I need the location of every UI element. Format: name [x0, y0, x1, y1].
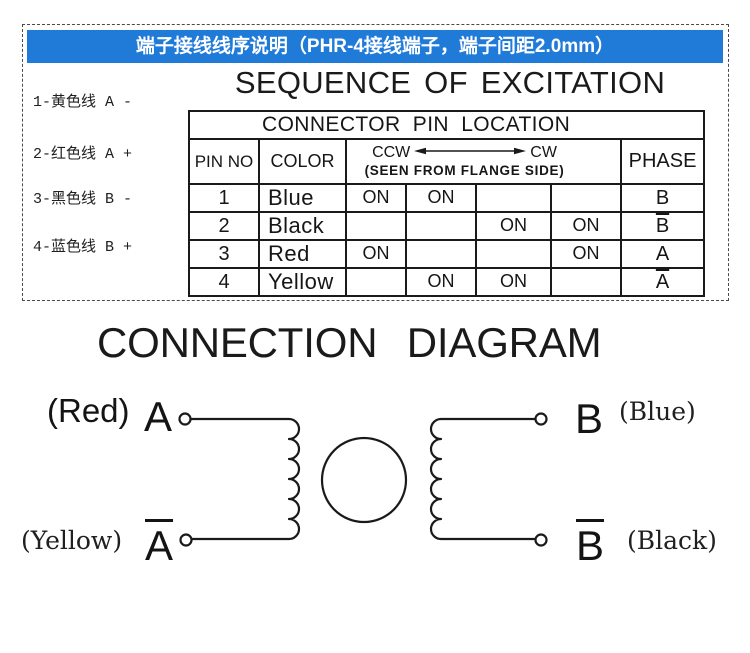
step-cell [475, 183, 552, 213]
direction-line: CCW CW [348, 143, 582, 162]
wire-legend-item: 2-红色线 A + [33, 146, 133, 163]
step-cell [550, 183, 622, 213]
step-cell [345, 267, 407, 297]
wire-label-black: (Black) [627, 526, 717, 555]
step-cell [550, 267, 622, 297]
excitation-title: SEQUENCE OF EXCITATION [234, 65, 666, 100]
step-cell: ON [550, 211, 622, 241]
table-row: 4 Yellow ON ON A [188, 267, 706, 297]
pin-no-header: PIN NO [188, 138, 260, 185]
excitation-table: CONNECTOR PIN LOCATION PIN NO COLOR CCW … [187, 110, 706, 297]
pin-number: 4 [188, 267, 260, 297]
terminal-a-dot [178, 412, 192, 426]
step-cell: ON [405, 183, 477, 213]
wire-label-yellow: (Yellow) [21, 526, 123, 555]
table-header-row: PIN NO COLOR CCW CW (SEEN FROM FLANGE SI… [188, 138, 706, 185]
phase-label: A [655, 270, 670, 293]
phase-label: A [655, 242, 670, 265]
connection-diagram [178, 412, 548, 547]
table-group-header-row: CONNECTOR PIN LOCATION [187, 110, 706, 140]
phase-label-a-bar: A [145, 522, 174, 569]
phase-label-b-bar: B [576, 522, 605, 569]
terminal-b-bar-dot [534, 533, 548, 547]
coil-b [429, 417, 537, 541]
pin-number: 3 [188, 239, 260, 269]
direction-note: (SEEN FROM FLANGE SIDE) [364, 162, 565, 178]
connector-pin-location-header: CONNECTOR PIN LOCATION [187, 110, 706, 140]
phase-label-a: A [144, 393, 173, 440]
phase-label-b: B [575, 395, 604, 442]
ccw-label: CCW [372, 143, 411, 161]
step-cell [405, 211, 477, 241]
terminal-b-dot [534, 412, 548, 426]
wire-legend-item: 3-黑色线 B - [33, 191, 133, 208]
wire-legend-item: 1-黄色线 A - [33, 94, 133, 111]
wire-color: Yellow [258, 267, 347, 297]
table-row: 1 Blue ON ON B [188, 183, 706, 213]
wire-legend-item: 4-蓝色线 B + [33, 239, 133, 256]
phase-header: PHASE [619, 138, 706, 185]
step-direction-header: CCW CW (SEEN FROM FLANGE SIDE) [345, 138, 622, 185]
wire-color: Black [258, 211, 347, 241]
header-bar: 端子接线线序说明（PHR-4接线端子，端子间距2.0mm） [27, 30, 723, 63]
step-cell: ON [475, 267, 552, 297]
rotor-circle [320, 436, 408, 524]
wire-label-red: (Red) [47, 392, 130, 429]
wire-color: Blue [258, 183, 347, 213]
coil-a [189, 417, 301, 541]
table-row: 3 Red ON ON A [188, 239, 706, 269]
step-cell [345, 211, 407, 241]
phase-cell: B [619, 211, 706, 241]
step-cell: ON [405, 267, 477, 297]
wiring-info-panel [22, 24, 729, 301]
wire-label-blue: (Blue) [619, 397, 696, 426]
table-row: 2 Black ON ON B [188, 211, 706, 241]
cw-label: CW [530, 143, 557, 161]
phase-cell: B [619, 183, 706, 213]
connection-diagram-title: CONNECTION DIAGRAM [97, 319, 602, 366]
step-cell [475, 239, 552, 269]
double-arrow-icon [414, 147, 527, 154]
step-cell: ON [345, 183, 407, 213]
winding-b [429, 412, 548, 547]
winding-a [178, 412, 301, 547]
step-cell: ON [345, 239, 407, 269]
step-cell: ON [475, 211, 552, 241]
phase-cell: A [619, 239, 706, 269]
wire-color: Red [258, 239, 347, 269]
color-header: COLOR [258, 138, 347, 185]
pin-number: 1 [188, 183, 260, 213]
phase-label: B [655, 214, 670, 237]
phase-cell: A [619, 267, 706, 297]
terminal-a-bar-dot [179, 533, 193, 547]
step-cell [405, 239, 477, 269]
phase-label: B [655, 186, 670, 209]
pin-number: 2 [188, 211, 260, 241]
step-cell: ON [550, 239, 622, 269]
